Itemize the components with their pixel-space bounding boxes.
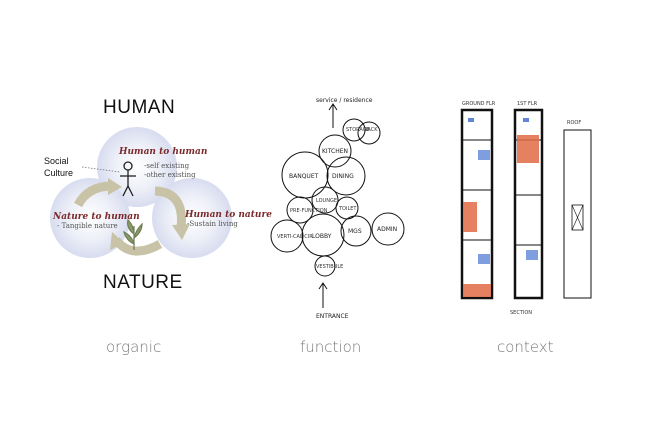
floor-plans: GROUND FLR 1ST FLR ROOF SECTION (460, 101, 592, 316)
svg-text:BANQUET: BANQUET (289, 173, 319, 180)
svg-text:VERTI-CAL CIR: VERTI-CAL CIR (277, 234, 313, 240)
social-culture-label: Social Culture (44, 156, 74, 178)
plan-first (513, 108, 544, 300)
cycle-arrow-right-icon (154, 186, 186, 229)
bubble-admin (371, 212, 405, 246)
bubble-pre-function (286, 196, 314, 224)
human-to-nature-title: Human to nature (185, 210, 272, 220)
svg-text:GROUND FLR: GROUND FLR (462, 101, 496, 107)
cycle-arrow-bottom-icon (112, 236, 163, 256)
bubble-storage (342, 118, 366, 142)
bubble-kitchen (318, 134, 352, 168)
svg-text:KITCHEN: KITCHEN (322, 148, 348, 155)
svg-text:service / residence: service / residence (316, 97, 373, 104)
nature-to-human-title: Nature to human (53, 212, 140, 222)
plan-ground (460, 108, 494, 300)
function-panel: service / residence STORAGE BACK KITCHEN… (260, 0, 440, 425)
svg-text:1ST FLR: 1ST FLR (517, 101, 538, 107)
svg-text:SECTION: SECTION (510, 310, 532, 316)
bubble-dining (326, 156, 366, 196)
svg-text:VESTIBULE: VESTIBULE (316, 264, 343, 270)
svg-text:ENTRANCE: ENTRANCE (316, 313, 349, 320)
svg-text:ROOF: ROOF (567, 120, 581, 126)
plant-icon (123, 218, 143, 250)
bubble-vertical-circ (270, 219, 304, 253)
organic-caption: organic (106, 338, 162, 356)
human-to-human-details: -self existing -other existing (144, 162, 196, 179)
context-caption: context (497, 338, 554, 356)
svg-text:BACK: BACK (364, 127, 378, 133)
human-to-human-title: Human to human (119, 147, 208, 157)
context-panel: GROUND FLR 1ST FLR ROOF SECTION context (440, 0, 660, 425)
bubble-diagram: service / residence STORAGE BACK KITCHEN… (270, 97, 405, 320)
person-icon (120, 161, 136, 197)
nature-to-human-bubble (50, 178, 130, 258)
human-to-nature-details: -Sustain living (187, 220, 238, 228)
bubble-mgs (340, 215, 372, 247)
organic-diagram (50, 127, 232, 258)
svg-text:PRE-FUNCTION: PRE-FUNCTION (290, 208, 328, 214)
bubble-back (357, 121, 381, 145)
bubble-lounge (311, 186, 339, 214)
human-title: HUMAN (103, 97, 176, 118)
svg-text:STORAGE: STORAGE (346, 127, 370, 133)
svg-text:ADMIN: ADMIN (377, 226, 397, 233)
svg-text:TOILET: TOILET (338, 206, 357, 212)
svg-text:LOBBY: LOBBY (312, 233, 332, 240)
svg-text:LOUNGE: LOUNGE (316, 198, 337, 204)
function-caption: function (300, 338, 362, 356)
bubble-vestibule (314, 255, 336, 277)
nature-title: NATURE (103, 272, 183, 293)
svg-text:MGS: MGS (348, 228, 362, 235)
organic-panel: HUMAN (0, 0, 272, 425)
plan-roof (563, 129, 592, 299)
plan-accents (463, 118, 539, 297)
nature-to-human-details: - Tangible nature (57, 222, 118, 230)
svg-text:DINING: DINING (332, 173, 354, 180)
